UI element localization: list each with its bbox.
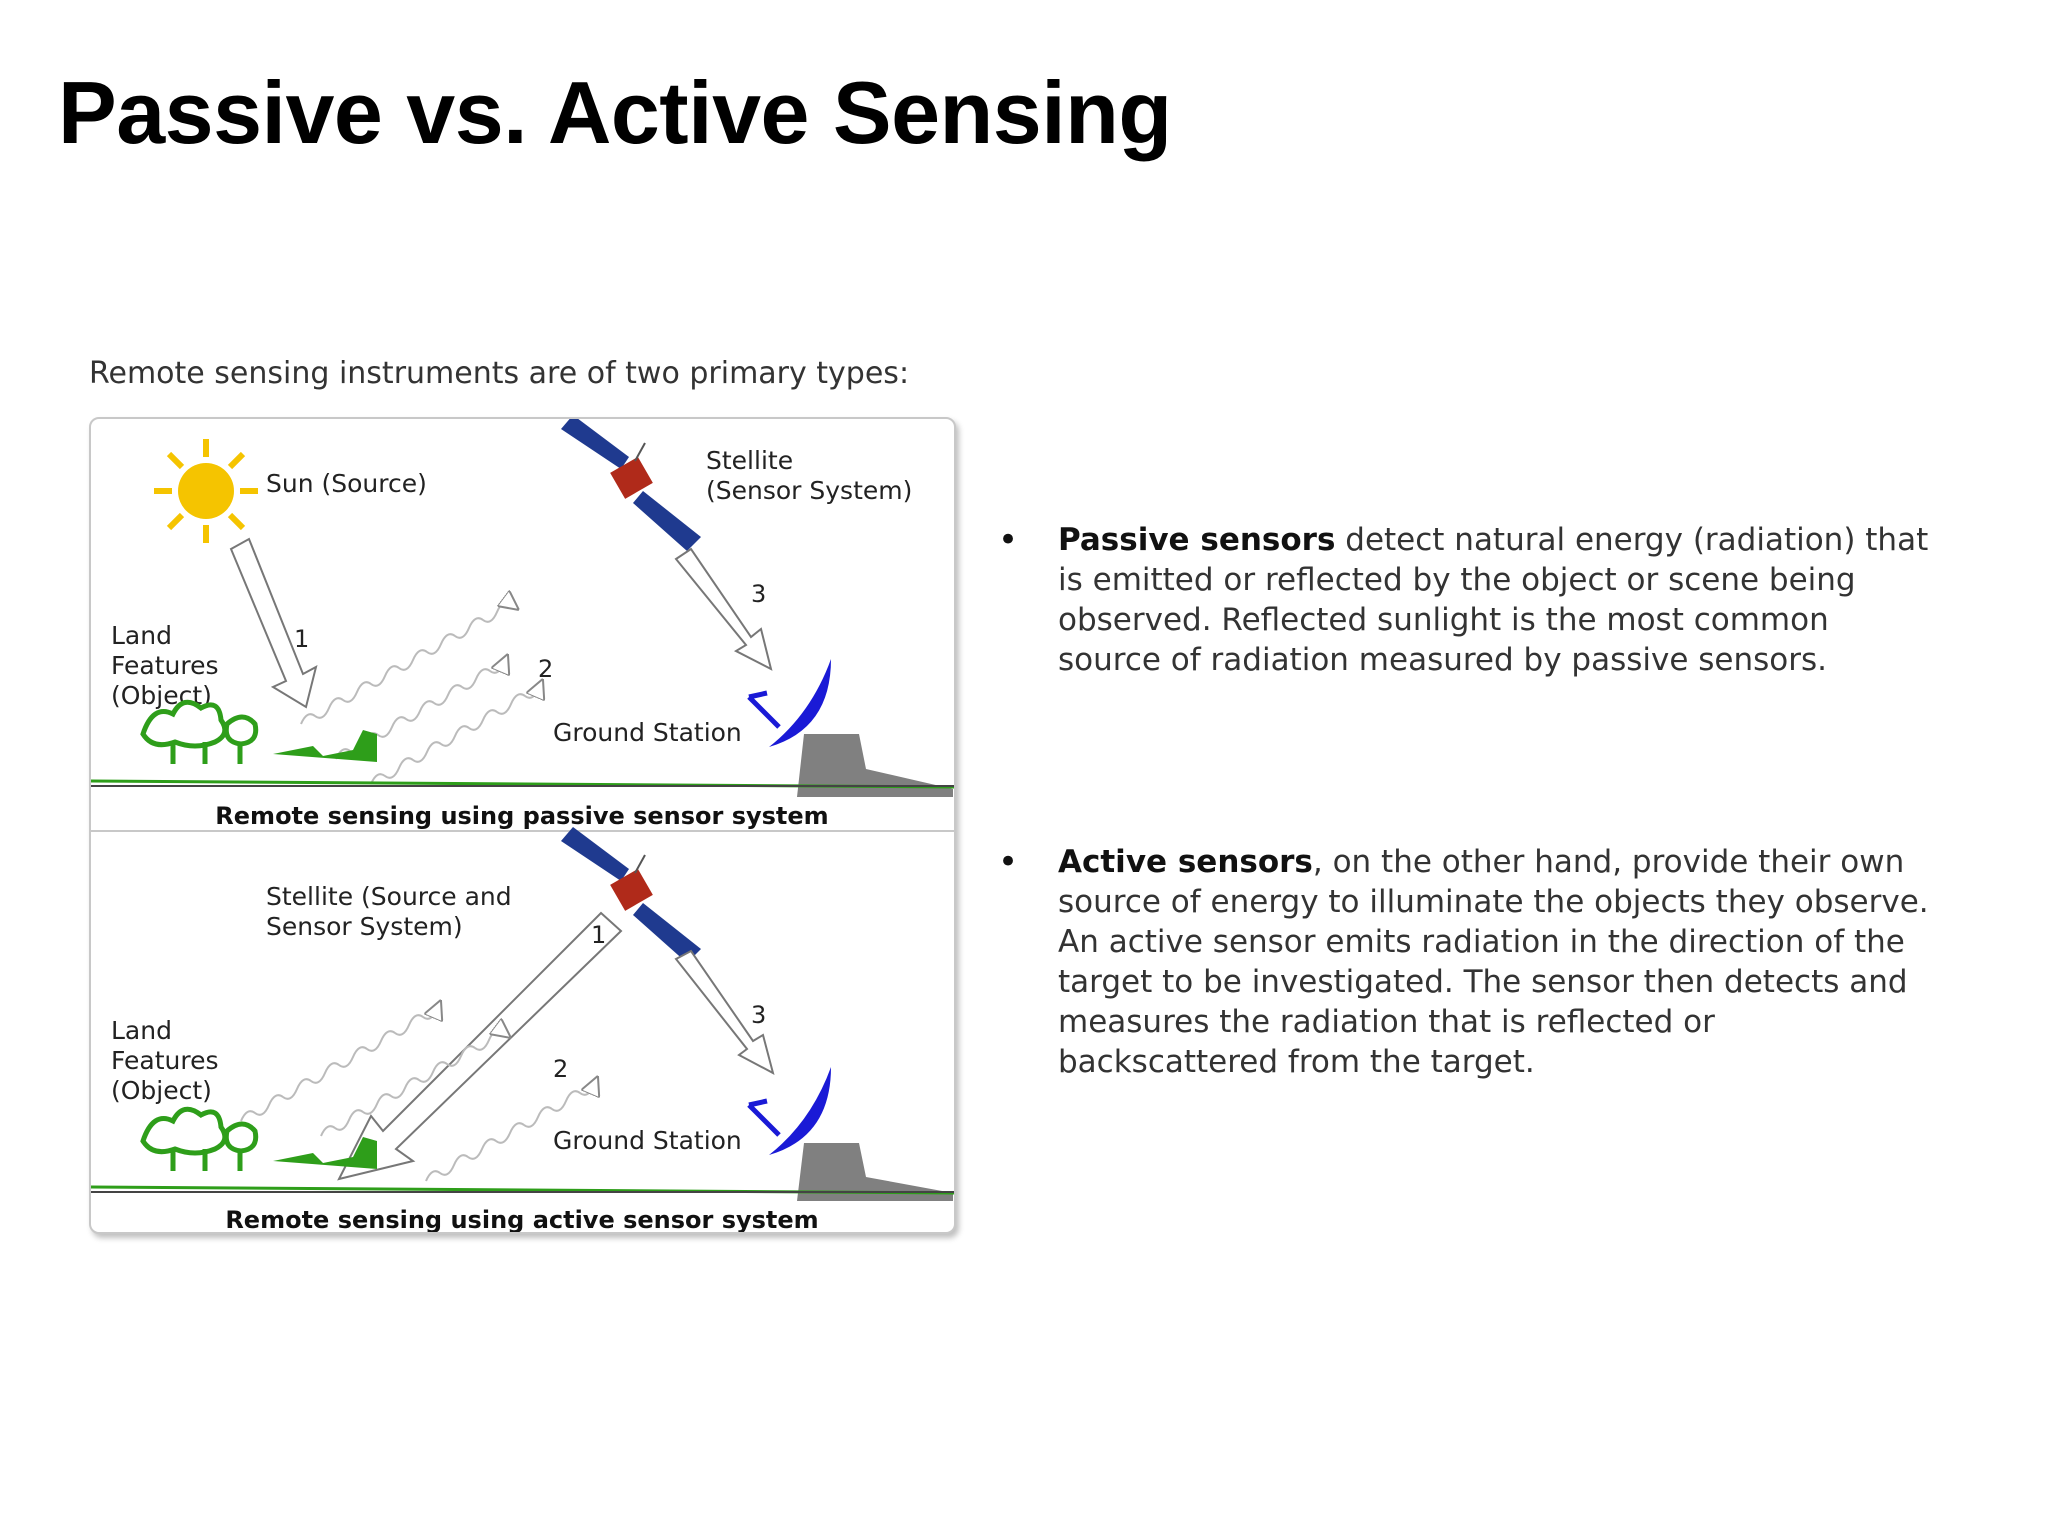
sensing-diagram-svg: Sun (Source) Stellite (Sensor System) 1 … — [91, 419, 954, 1232]
bullet-active-sensors: • Active sensors, on the other hand, pro… — [990, 842, 1930, 1082]
bullet-list: • Passive sensors detect natural energy … — [990, 520, 1930, 1082]
bullet-passive-title: Passive sensors — [1058, 522, 1336, 558]
active-land-label-line1: Land — [111, 1016, 172, 1045]
land-label-line1: Land — [111, 621, 172, 650]
bullet-passive-sensors: • Passive sensors detect natural energy … — [990, 520, 1930, 680]
active-arrow-2-label: 2 — [553, 1055, 568, 1083]
active-land-features-vegetation — [143, 1109, 377, 1171]
passive-caption: Remote sensing using passive sensor syst… — [215, 802, 828, 830]
active-ground-station-label: Ground Station — [553, 1126, 742, 1155]
active-arrow-3-label: 3 — [751, 1001, 766, 1029]
bullet-dot: • — [998, 520, 1019, 560]
land-label-line2: Features — [111, 651, 219, 680]
satellite-label-line1: Stellite — [706, 446, 793, 475]
sun-label: Sun (Source) — [266, 469, 427, 498]
satellite-label-line2: (Sensor System) — [706, 476, 912, 505]
arrow-3-label: 3 — [751, 580, 766, 608]
intro-text: Remote sensing instruments are of two pr… — [89, 356, 910, 391]
active-land-label-line2: Features — [111, 1046, 219, 1075]
active-dish-icon — [749, 1067, 831, 1155]
bullet-dot: • — [998, 842, 1019, 882]
slide-title: Passive vs. Active Sensing — [58, 63, 1172, 162]
sensing-diagram: Sun (Source) Stellite (Sensor System) 1 … — [89, 417, 956, 1234]
ground-station-building — [797, 734, 953, 797]
bullet-passive-text: detect natural energy (radiation) that i… — [1058, 522, 1929, 678]
bullet-active-title: Active sensors — [1058, 844, 1313, 880]
active-ground-station-building — [797, 1143, 953, 1201]
passive-panel: Sun (Source) Stellite (Sensor System) 1 … — [91, 419, 954, 830]
land-features-vegetation — [143, 702, 377, 764]
active-arrow-3-satellite-to-station — [674, 949, 775, 1075]
active-satellite-label-line1: Stellite (Source and — [266, 882, 512, 911]
active-land-label-line3: (Object) — [111, 1076, 212, 1105]
ground-station-label: Ground Station — [553, 718, 742, 747]
active-arrow-1-label: 1 — [591, 921, 606, 949]
active-panel: Stellite (Source and Sensor System) 1 2 … — [91, 826, 954, 1232]
arrow-1-sun-to-land — [229, 537, 318, 709]
arrow-1-label: 1 — [294, 625, 309, 653]
arrow-2-label: 2 — [538, 655, 553, 683]
active-satellite-label-line2: Sensor System) — [266, 912, 463, 941]
sun-icon — [154, 439, 258, 543]
arrow-3-satellite-to-station — [674, 547, 773, 671]
satellite-icon — [560, 419, 702, 552]
arrow-1-satellite-to-land — [337, 911, 623, 1181]
dish-icon — [749, 659, 831, 747]
backscattered-radiation-waves — [240, 1009, 594, 1182]
bullet-active-text: , on the other hand, provide their own s… — [1058, 844, 1929, 1080]
active-caption: Remote sensing using active sensor syste… — [225, 1206, 818, 1232]
